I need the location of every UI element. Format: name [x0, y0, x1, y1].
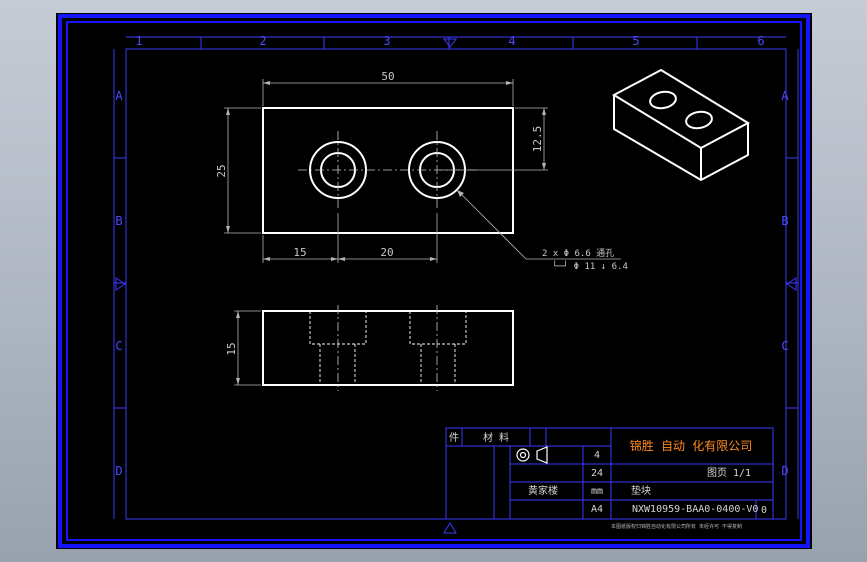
zone-row-a-right: A: [781, 89, 789, 103]
zone-col-4: 4: [508, 34, 515, 48]
zone-col-6: 6: [757, 34, 764, 48]
inner-sheet-frame: [66, 21, 802, 541]
title-paper-size: A4: [591, 504, 603, 515]
top-view-dimensions: [224, 79, 621, 263]
zone-row-d-right: D: [781, 464, 788, 478]
dim-width: 50: [381, 70, 394, 83]
hole-callout-line2: └─┘ Φ 11 ↓ 6.4: [552, 260, 628, 272]
dim-height: 25: [215, 164, 228, 177]
zone-col-5: 5: [632, 34, 639, 48]
isometric-view[interactable]: [611, 68, 751, 182]
zone-row-b-left: B: [115, 214, 122, 228]
projection-symbol: [516, 446, 548, 464]
dim-hole-offset: 15: [293, 246, 306, 259]
bottom-center-marker: [443, 522, 457, 534]
iso-hole-2: [685, 110, 713, 130]
front-centerlines: [337, 305, 438, 391]
title-company: 锦胜 自动 化有限公司: [630, 438, 752, 453]
zone-row-a-left: A: [115, 89, 123, 103]
title-part-name: 垫块: [631, 484, 651, 497]
dim-hole-pitch: 20: [380, 246, 393, 259]
zone-row-c-left: C: [115, 339, 122, 353]
iso-top-face: [611, 68, 751, 150]
zone-row-b-right: B: [781, 214, 788, 228]
top-view[interactable]: [262, 107, 514, 234]
title-footer-note: 本图纸版权归锦胜自动化有限公司所有 未经许可 不得复制: [611, 523, 742, 530]
hole-callout-line1: 2 x Φ 6.6 通孔: [542, 248, 614, 259]
zone-col-1: 1: [135, 34, 142, 48]
title-drawing-number: NXW10959-BAA0-0400-V0: [632, 504, 758, 515]
zone-row-d-left: D: [115, 464, 122, 478]
front-view-outline: [262, 310, 514, 386]
title-scale: 图页 1/1: [707, 467, 751, 479]
title-unit: mm: [591, 486, 603, 497]
hidden-counterbores: [309, 311, 467, 385]
left-center-marker: [115, 277, 126, 291]
title-weight: 24: [591, 468, 603, 479]
arrowheads: [226, 81, 546, 261]
engineering-drawing: 1 2 3 4 5 6 A B C D A B C D: [58, 14, 810, 548]
title-quantity: 4: [594, 450, 600, 461]
cad-viewport[interactable]: 1 2 3 4 5 6 A B C D A B C D: [56, 13, 812, 549]
title-designer: 黄家楼: [528, 484, 558, 497]
zone-col-3: 3: [383, 34, 390, 48]
dim-half-height: 12.5: [531, 126, 544, 153]
title-material-header: 材 料: [483, 431, 509, 444]
zone-row-c-right: C: [781, 339, 788, 353]
top-center-marker: [443, 38, 457, 48]
outer-sheet-frame: [58, 14, 810, 548]
zone-col-2: 2: [259, 34, 266, 48]
front-view-dimensions: [234, 310, 261, 386]
dim-thickness: 15: [225, 342, 238, 355]
title-revision: 0: [761, 505, 767, 516]
title-block[interactable]: [445, 427, 774, 520]
right-center-marker: [786, 277, 797, 291]
front-view[interactable]: [262, 305, 514, 391]
top-view-outline: [262, 107, 514, 234]
iso-hole-1: [649, 90, 677, 110]
title-qty-header: 件: [449, 432, 459, 444]
